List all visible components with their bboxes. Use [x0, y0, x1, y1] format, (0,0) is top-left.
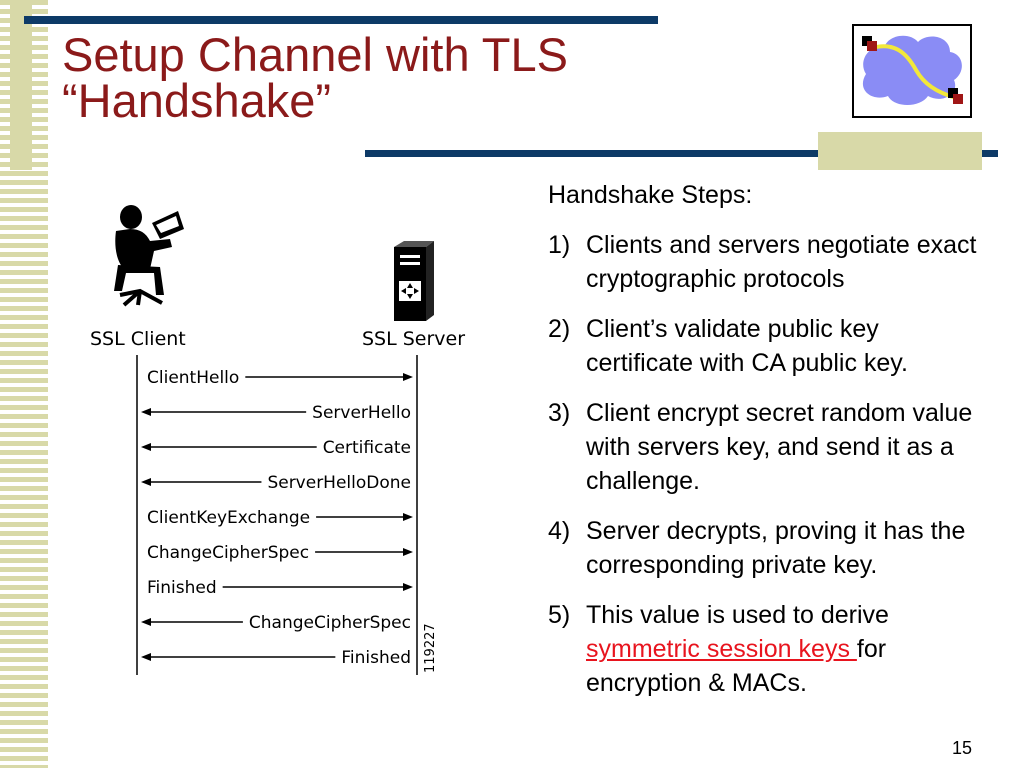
- step-text: Client’s validate public key certificate…: [586, 315, 908, 377]
- server-label: SSL Server: [362, 328, 465, 350]
- step-number: 1): [548, 231, 571, 259]
- message-row: ChangeCipherSpec: [147, 543, 413, 563]
- handshake-steps-panel: Handshake Steps: 1) Clients and servers …: [548, 178, 988, 716]
- message-label: ClientKeyExchange: [147, 508, 310, 528]
- message-label: ServerHelloDone: [267, 473, 411, 493]
- message-label: ServerHello: [312, 403, 411, 423]
- title-underline-rule: [365, 150, 998, 157]
- message-arrowhead: [403, 548, 413, 556]
- step-text: Clients and servers negotiate exact cryp…: [586, 231, 977, 293]
- step-number: 5): [548, 601, 571, 629]
- client-person-icon: [114, 205, 184, 307]
- step-text: Server decrypts, proving it has the corr…: [586, 517, 966, 579]
- message-arrows: ClientHelloServerHelloCertificateServerH…: [141, 368, 413, 668]
- title-line-2: “Handshake”: [62, 74, 332, 127]
- message-arrowhead: [141, 408, 151, 416]
- message-row: ServerHello: [141, 403, 411, 423]
- diagram-canvas: SSL Client SSL Server 119227 ClientHello…: [90, 205, 465, 675]
- step-text: Client encrypt secret random value with …: [586, 399, 973, 495]
- message-row: ClientKeyExchange: [147, 508, 413, 528]
- step-text-after-link: for encryption & MACs.: [586, 635, 887, 697]
- server-tower-icon: [394, 241, 434, 321]
- step-item: 4) Server decrypts, proving it has the c…: [548, 514, 988, 582]
- message-label: ChangeCipherSpec: [249, 613, 411, 633]
- message-arrowhead: [141, 653, 151, 661]
- message-label: Finished: [341, 648, 411, 668]
- title-line-1: Setup Channel with TLS: [62, 28, 569, 81]
- symmetric-session-keys-link[interactable]: symmetric session keys: [586, 635, 857, 663]
- page-number: 15: [952, 738, 973, 758]
- message-label: Finished: [147, 578, 217, 598]
- tan-accent-block: [818, 132, 982, 170]
- message-arrowhead: [403, 583, 413, 591]
- client-label: SSL Client: [90, 328, 186, 350]
- step-number: 2): [548, 315, 571, 343]
- message-row: Certificate: [141, 438, 411, 458]
- message-arrowhead: [141, 618, 151, 626]
- step-number: 4): [548, 517, 571, 545]
- message-row: Finished: [141, 648, 411, 668]
- message-row: ClientHello: [147, 368, 413, 388]
- left-solid-bar: [10, 0, 32, 170]
- slide-title: Setup Channel with TLS “Handshake”: [62, 31, 568, 127]
- handshake-sequence-diagram: SSL Client SSL Server 119227 ClientHello…: [80, 195, 480, 685]
- step-item: 5) This value is used to derive symmetri…: [548, 598, 988, 700]
- step-item: 2) Client’s validate public key certific…: [548, 312, 988, 380]
- message-row: ChangeCipherSpec: [141, 613, 411, 633]
- message-label: ChangeCipherSpec: [147, 543, 309, 563]
- network-cloud-logo: [852, 24, 972, 118]
- message-row: ServerHelloDone: [141, 473, 411, 493]
- figure-id: 119227: [423, 623, 438, 673]
- message-arrowhead: [141, 478, 151, 486]
- cloud-icon: [862, 35, 963, 105]
- message-label: Certificate: [323, 438, 411, 458]
- step-number: 3): [548, 399, 571, 427]
- step-text-before-link: This value is used to derive: [586, 601, 889, 629]
- steps-heading: Handshake Steps:: [548, 181, 753, 209]
- message-row: Finished: [147, 578, 413, 598]
- message-label: ClientHello: [147, 368, 239, 388]
- step-item: 1) Clients and servers negotiate exact c…: [548, 228, 988, 296]
- message-arrowhead: [403, 373, 413, 381]
- top-rule: [24, 16, 658, 24]
- step-item: 3) Client encrypt secret random value wi…: [548, 396, 988, 498]
- message-arrowhead: [141, 443, 151, 451]
- message-arrowhead: [403, 513, 413, 521]
